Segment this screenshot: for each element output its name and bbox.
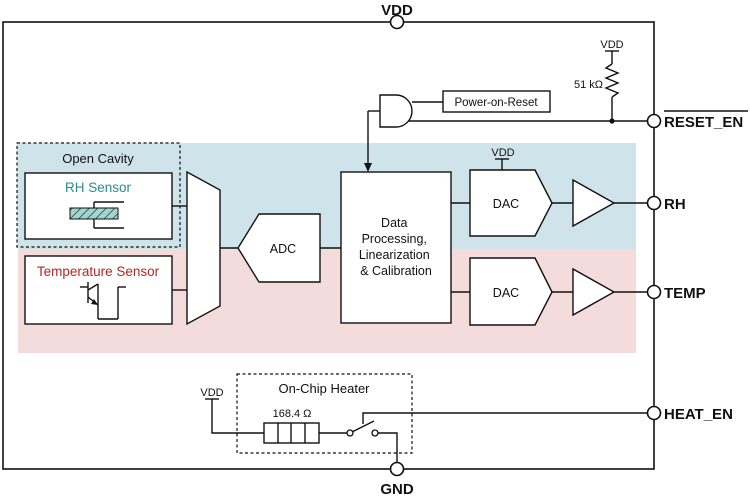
gnd-pin-label: GND	[380, 481, 414, 498]
temp-output-buffer	[572, 267, 616, 317]
heater-vdd-label: VDD	[200, 387, 223, 399]
temp-pin-label: TEMP	[664, 285, 706, 302]
data-processing-line-1: Data	[381, 216, 407, 230]
switch-contact-right	[371, 429, 379, 437]
reset-en-pin-label: RESET_EN	[664, 114, 743, 131]
vdd-pin-label: VDD	[381, 2, 413, 19]
heater-resistor	[263, 422, 320, 444]
dac-vdd-label: VDD	[491, 147, 514, 159]
transistor-icon	[80, 282, 126, 320]
dac-temp-label: DAC	[493, 286, 519, 300]
switch-to-gnd-wire	[378, 432, 398, 462]
data-processing-line-4: & Calibration	[360, 264, 432, 278]
heater-resistor-value: 168.4 Ω	[273, 408, 312, 420]
gnd-pin	[389, 461, 405, 477]
dac-rh-label: DAC	[493, 197, 519, 211]
pullup-vdd-label: VDD	[600, 39, 623, 51]
and-gate	[379, 94, 413, 128]
switch-blade	[351, 420, 375, 433]
power-on-reset-label: Power-on-Reset	[454, 97, 538, 109]
rh-output-buffer	[572, 178, 616, 228]
data-processing-block	[340, 171, 452, 324]
reset-arrow-icon	[364, 163, 372, 172]
rh-pin	[646, 195, 662, 211]
heat-en-pin-label: HEAT_EN	[664, 406, 733, 423]
data-processing-label: Data Processing, Linearization & Calibra…	[359, 216, 433, 278]
open-cavity-outline	[16, 142, 181, 248]
open-cavity-label: Open Cavity	[62, 151, 134, 166]
multiplexer	[186, 170, 221, 326]
heat-en-pin	[646, 405, 662, 421]
vdd-pin	[389, 14, 405, 30]
temperature-sensor-label: Temperature Sensor	[37, 264, 160, 279]
pullup-resistor-zigzag	[604, 63, 620, 98]
chip-outline	[2, 21, 655, 470]
heater-supply-wire	[211, 399, 264, 434]
heat-en-control-wire	[362, 412, 647, 424]
switch-contact-left	[346, 429, 354, 437]
reset-en-pin	[646, 113, 662, 129]
dac-temp-block	[469, 257, 553, 326]
pullup-resistor-value: 51 kΩ	[574, 79, 603, 91]
capacitive-sensor-icon	[69, 201, 124, 229]
dac-rh-block	[469, 169, 553, 237]
data-processing-line-3: Linearization	[359, 248, 430, 262]
temp-pin	[646, 284, 662, 300]
on-chip-heater-label: On-Chip Heater	[278, 381, 370, 396]
rh-sensor-label: RH Sensor	[65, 180, 132, 195]
rh-pin-label: RH	[664, 196, 686, 213]
data-processing-line-2: Processing,	[362, 232, 427, 246]
adc-label: ADC	[270, 242, 296, 256]
